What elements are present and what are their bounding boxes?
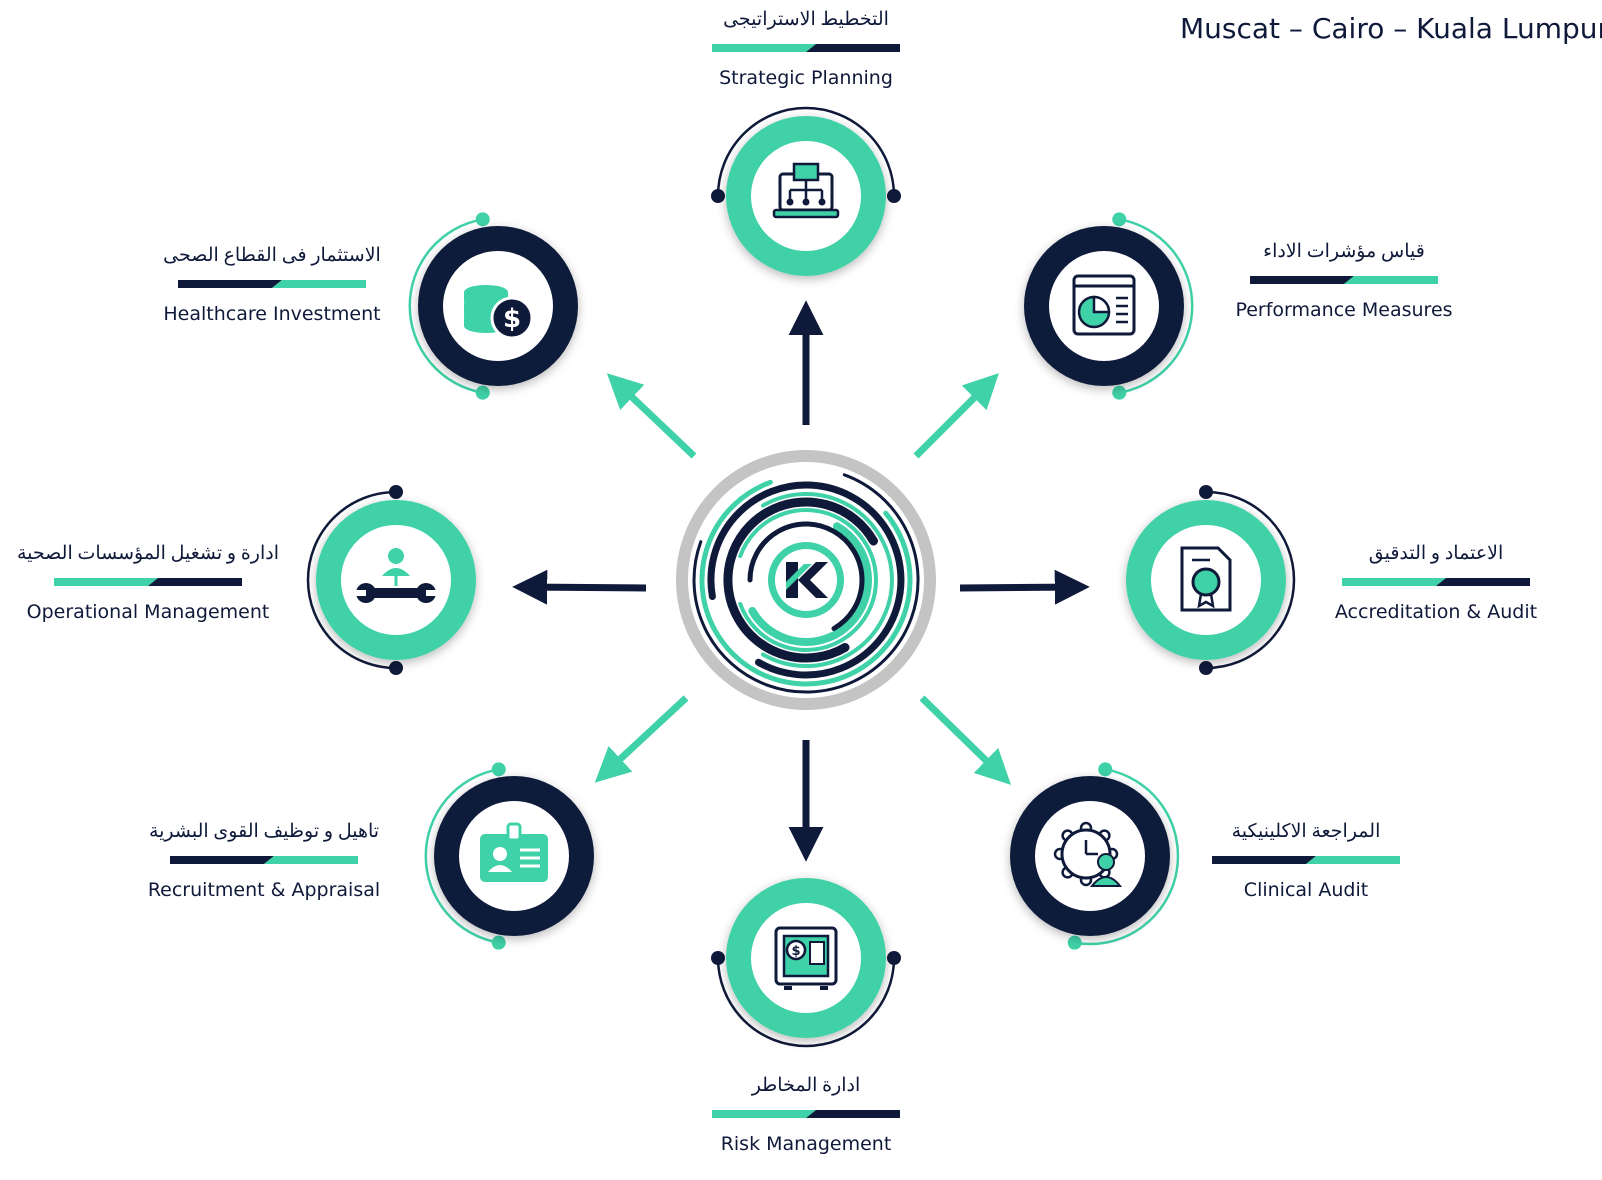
orbit-arc (424, 768, 499, 944)
label-divider (178, 280, 366, 288)
label-divider (54, 578, 242, 586)
label-divider (1250, 276, 1438, 284)
label-english-risk-management: Risk Management (720, 1133, 892, 1155)
orbit-arc (408, 218, 483, 394)
label-divider (1342, 578, 1530, 586)
service-node-strategic-planning (711, 106, 901, 276)
service-node-accreditation-audit (1126, 485, 1296, 675)
label-divider (712, 1110, 900, 1118)
orbit-dot (389, 661, 403, 675)
orbit-arc (1074, 768, 1180, 946)
label-english-strategic-planning: Strategic Planning (719, 67, 893, 89)
service-node-risk-management: $ (711, 878, 901, 1048)
hub-ring-arc (748, 522, 872, 646)
service-node-healthcare-investment: $ (408, 212, 578, 400)
label-divider (1212, 856, 1400, 864)
hub-ring-arc (761, 492, 894, 668)
service-node-clinical-audit (1010, 762, 1180, 950)
label-arabic-clinical-audit: المراجعة الاكلينيكية (1231, 821, 1381, 842)
label-arabic-operational-management: ادارة و تشغيل المؤسسات الصحية (17, 543, 279, 564)
label-arabic-performance-measures: قياس مؤشرات الاداء (1263, 241, 1425, 262)
orbit-dot (1098, 762, 1113, 777)
orbit-arc (1119, 218, 1194, 394)
gear-clock-person-icon (1053, 821, 1123, 887)
report-pie-chart-icon (1072, 274, 1136, 336)
coins-dollar-icon: $ (464, 285, 534, 340)
hub-ring-arc (699, 479, 913, 687)
safe-money-icon: $ (774, 926, 838, 990)
center-hub (676, 450, 936, 710)
orbit-dot (711, 189, 725, 203)
arrow-up-left (606, 373, 697, 459)
label-english-operational-management: Operational Management (26, 601, 270, 623)
orbit-dot (389, 485, 403, 499)
orbit-arc (716, 957, 896, 1048)
laptop-network-icon (772, 162, 840, 219)
arrow-down-right (919, 695, 1012, 785)
label-arabic-accreditation-audit: الاعتماد و التدقيق (1368, 543, 1504, 564)
person-wrench-icon (356, 548, 436, 603)
orbit-arc (306, 490, 397, 670)
label-arabic-strategic-planning: التخطيط الاستراتيجى (723, 9, 889, 30)
label-divider (712, 44, 900, 52)
orbit-dot (1199, 661, 1213, 675)
label-english-performance-measures: Performance Measures (1235, 299, 1453, 321)
id-badge-icon (480, 822, 548, 882)
label-arabic-healthcare-investment: الاستثمار فى القطاع الصحى (163, 245, 381, 266)
hub-ring-arc (723, 497, 878, 663)
hub-ring-arc (747, 521, 865, 631)
label-english-healthcare-investment: Healthcare Investment (163, 303, 381, 325)
arrow-up-right (913, 373, 999, 459)
label-arabic-recruitment-appraisal: تاهيل و توظيف القوى البشرية (148, 821, 380, 842)
orbit-dot (1112, 212, 1127, 227)
orbit-dot (491, 762, 506, 777)
orbit-dot (1199, 485, 1213, 499)
hub-ring-arc (738, 508, 878, 652)
orbit-dot (887, 189, 901, 203)
svg-text:$: $ (503, 304, 521, 334)
service-node-recruitment-appraisal (424, 762, 594, 950)
orbit-dot (1112, 385, 1127, 400)
orbit-dot (475, 212, 490, 227)
arrow-down-left (594, 695, 689, 783)
orbit-dot (491, 935, 506, 950)
svg-text:$: $ (791, 944, 800, 959)
service-node-performance-measures (1024, 212, 1194, 400)
label-arabic-risk-management: ادارة المخاطر (751, 1075, 861, 1096)
arrow-right (959, 569, 1090, 605)
label-english-recruitment-appraisal: Recruitment & Appraisal (147, 879, 381, 901)
label-divider (170, 856, 358, 864)
service-node-operational-management (306, 485, 476, 675)
orbit-dot (1067, 935, 1082, 950)
orbit-arc (716, 106, 896, 197)
label-english-accreditation-audit: Accreditation & Audit (1334, 601, 1538, 623)
cities-header: Muscat – Cairo – Kuala Lumpur (1180, 12, 1602, 45)
orbit-arc (1205, 490, 1296, 670)
certificate-document-icon (1180, 546, 1232, 612)
hub-ring-arc (692, 473, 920, 694)
arrow-left (512, 569, 647, 605)
orbit-dot (711, 951, 725, 965)
orbit-dot (475, 385, 490, 400)
label-english-clinical-audit: Clinical Audit (1243, 879, 1369, 901)
orbit-dot (887, 951, 901, 965)
k-logo-icon (786, 562, 828, 598)
hub-ring-arc (707, 481, 905, 679)
